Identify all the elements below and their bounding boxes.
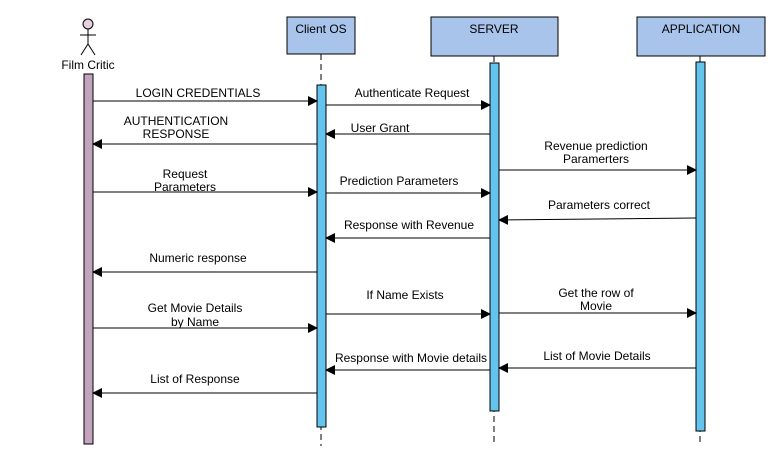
message-label: List of Response <box>150 372 240 386</box>
message-authenticate-request: Authenticate Request <box>326 86 491 110</box>
message-get-the-row-of-movie: Get the row of Movie <box>499 286 697 318</box>
message-arrow <box>498 214 697 225</box>
message-label: If Name Exists <box>366 288 443 302</box>
participant-application: APPLICATION <box>636 16 766 446</box>
message-revenue-prediction-parameters: Revenue prediction Paramerters <box>499 139 697 175</box>
actor-label: Film Critic <box>61 58 114 72</box>
message-label-line-2: by Name <box>171 315 219 329</box>
message-login-credentials: LOGIN CREDENTIALS <box>93 86 318 106</box>
message-list-of-movie-details: List of Movie Details <box>498 349 696 373</box>
actor-activation-bar <box>83 73 94 445</box>
message-label-line-1: Get the row of <box>558 286 634 300</box>
message-label: Response with Movie details <box>335 351 487 365</box>
message-get-movie-details-by-name: Get Movie Details by Name <box>93 301 318 333</box>
participant-client-os: Client OS <box>286 16 356 446</box>
message-label: Authenticate Request <box>355 86 470 100</box>
message-numeric-response: Numeric response <box>92 251 317 277</box>
film-critic-actor: Film Critic <box>61 18 115 72</box>
message-label-line-1: Request <box>163 167 208 181</box>
application-label: APPLICATION <box>662 22 740 36</box>
client-os-header-box <box>286 16 356 55</box>
message-if-name-exists: If Name Exists <box>326 288 491 319</box>
application-header-box <box>636 16 766 57</box>
message-label: Parameters correct <box>548 198 651 212</box>
message-label-line-2: RESPONSE <box>143 127 210 141</box>
message-label: Response with Revenue <box>344 218 474 232</box>
client-os-activation-bar <box>316 84 327 428</box>
message-label-line-2: Movie <box>580 299 612 313</box>
actor-head <box>82 18 94 30</box>
message-prediction-parameters: Prediction Parameters <box>326 174 491 198</box>
message-label-line-2: Paramerters <box>563 152 629 166</box>
message-label: Prediction Parameters <box>340 174 459 188</box>
message-label-line-2: Parameters <box>154 180 216 194</box>
message-response-with-movie-details: Response with Movie details <box>325 351 490 375</box>
message-label: Numeric response <box>149 251 247 265</box>
message-label-line-1: Revenue prediction <box>544 139 647 153</box>
server-header-box <box>430 16 559 57</box>
message-user-grant: User Grant <box>325 121 490 139</box>
message-parameters-correct: Parameters correct <box>498 198 697 225</box>
application-activation-bar <box>695 61 706 432</box>
message-authentication-response: AUTHENTICATION RESPONSE <box>92 114 317 149</box>
message-label: List of Movie Details <box>543 349 650 363</box>
message-response-with-revenue: Response with Revenue <box>325 218 490 243</box>
message-label: LOGIN CREDENTIALS <box>136 86 261 100</box>
actor-left-leg <box>80 43 89 56</box>
message-list-of-response: List of Response <box>92 372 317 398</box>
client-os-label: Client OS <box>295 22 346 36</box>
actor-right-leg <box>87 43 96 56</box>
message-label: User Grant <box>351 121 410 135</box>
server-activation-bar <box>489 62 500 412</box>
participant-server: SERVER <box>430 16 559 446</box>
message-label-line-1: AUTHENTICATION <box>124 114 228 128</box>
message-label-line-1: Get Movie Details <box>148 301 243 315</box>
server-label: SERVER <box>469 22 518 36</box>
message-request-parameters: Request Parameters <box>93 167 318 197</box>
